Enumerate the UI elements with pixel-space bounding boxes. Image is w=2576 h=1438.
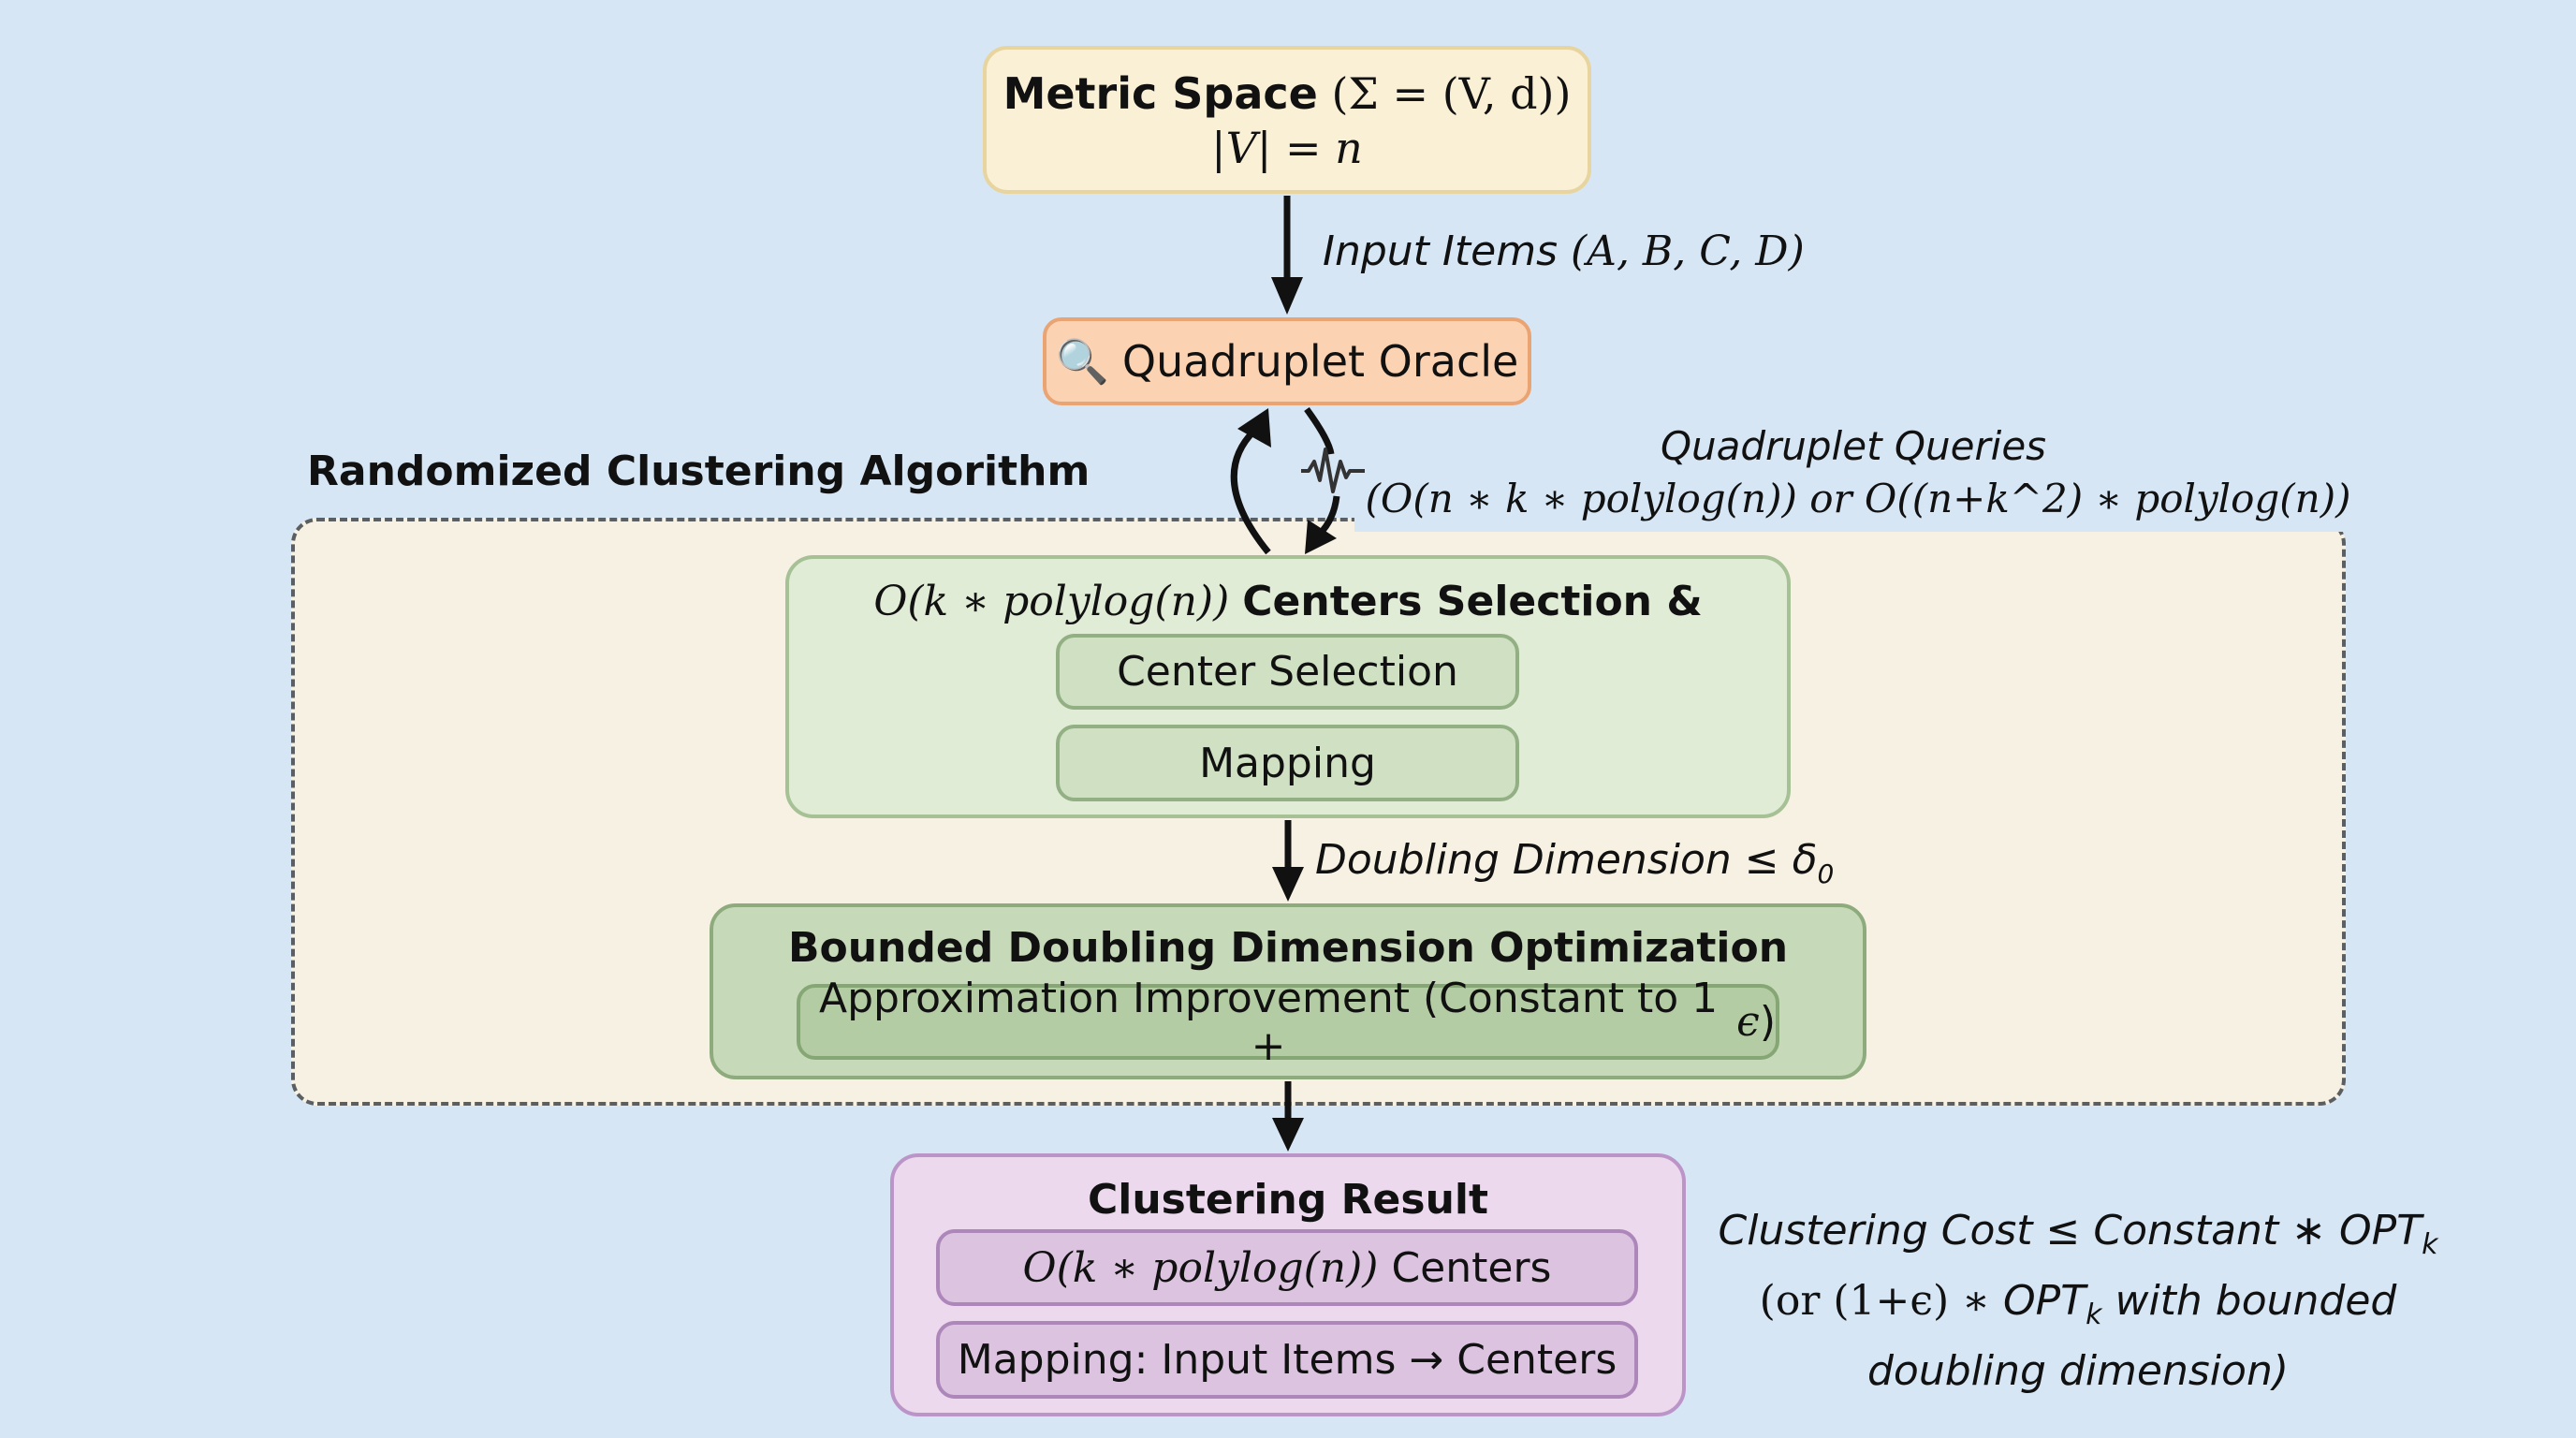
cost-line-2-subscript: k — [2086, 1298, 2102, 1331]
cost-line-2-suffix: with bounded — [2101, 1276, 2397, 1325]
arrow-centers-to-bounded — [1272, 820, 1304, 902]
oracle-label: Quadruplet Oracle — [1121, 336, 1519, 387]
delta-subscript: 0 — [1817, 858, 1835, 889]
approximation-improvement-step: Approximation Improvement (Constant to 1… — [797, 975, 1779, 1070]
cost-line-1: Clustering Cost ≤ Constant ∗ OPTk — [1704, 1203, 2452, 1273]
cost-line-2-opt: OPT — [2003, 1276, 2086, 1325]
doubling-dimension-edge-label: Doubling Dimension ≤ δ0 — [1315, 836, 1834, 889]
result-centers-label: Centers — [1391, 1243, 1552, 1292]
result-centers-complexity: O(k ∗ polylog(n)) — [1022, 1243, 1379, 1292]
clustering-cost-annotation: Clustering Cost ≤ Constant ∗ OPTk (or (1… — [1704, 1203, 2452, 1400]
approx-step-epsilon: ϵ — [1736, 998, 1760, 1046]
arrow-metric-to-oracle — [1271, 196, 1303, 315]
centers-stage-complexity: O(k ∗ polylog(n)) — [873, 578, 1230, 625]
cost-line-1-text: Clustering Cost ≤ Constant ∗ OPT — [1718, 1207, 2422, 1255]
arrow-bounded-to-result — [1272, 1081, 1304, 1152]
arrow-oracle-to-centers — [1304, 406, 1340, 554]
input-items-edge-label: Input Items (A, B, C, D) — [1323, 227, 1805, 275]
result-centers-item: O(k ∗ polylog(n)) Centers — [936, 1229, 1638, 1306]
metric-space-size: |V| = n — [1211, 123, 1363, 173]
doubling-dimension-label: Doubling Dimension ≤ δ — [1315, 836, 1818, 884]
queries-label-background — [1354, 412, 2356, 532]
arrow-centers-to-oracle — [1230, 408, 1271, 555]
metric-space-formula: (Σ = (V, d)) — [1331, 68, 1572, 119]
cost-line-3: doubling dimension) — [1866, 1346, 2289, 1395]
cost-line-2-prefix: (or (1+ϵ) ∗ — [1759, 1276, 2004, 1325]
mapping-step: Mapping — [1056, 725, 1519, 801]
quadruplet-oracle-node: 🔍 Quadruplet Oracle — [1043, 317, 1531, 405]
algorithm-group-title: Randomized Clustering Algorithm — [307, 448, 1090, 495]
metric-space-node: Metric Space (Σ = (V, d)) |V| = n — [983, 46, 1591, 194]
metric-space-title-line: Metric Space (Σ = (V, d)) — [1003, 66, 1572, 122]
cost-line-1-subscript: k — [2422, 1227, 2438, 1261]
quadruplet-queries-title: Quadruplet Queries — [1660, 423, 2047, 469]
result-mapping-item: Mapping: Input Items → Centers — [936, 1321, 1638, 1399]
signal-wave-icon — [1301, 448, 1365, 493]
center-selection-step: Center Selection — [1056, 634, 1519, 710]
input-items-label: Input Items — [1323, 227, 1559, 275]
approx-step-prefix: Approximation Improvement (Constant to 1… — [819, 974, 1719, 1070]
clustering-result-title: Clustering Result — [1087, 1176, 1489, 1224]
quadruplet-queries-complexity: (O(n ∗ k ∗ polylog(n)) or O((n+k^2) ∗ po… — [1365, 476, 2351, 521]
approx-step-suffix: ) — [1759, 998, 1776, 1046]
cost-line-2: (or (1+ϵ) ∗ OPTk with bounded — [1704, 1273, 2452, 1343]
metric-space-title: Metric Space — [1003, 68, 1318, 119]
magnifying-glass-icon: 🔍 — [1055, 335, 1109, 387]
input-items-list: (A, B, C, D) — [1571, 227, 1805, 275]
